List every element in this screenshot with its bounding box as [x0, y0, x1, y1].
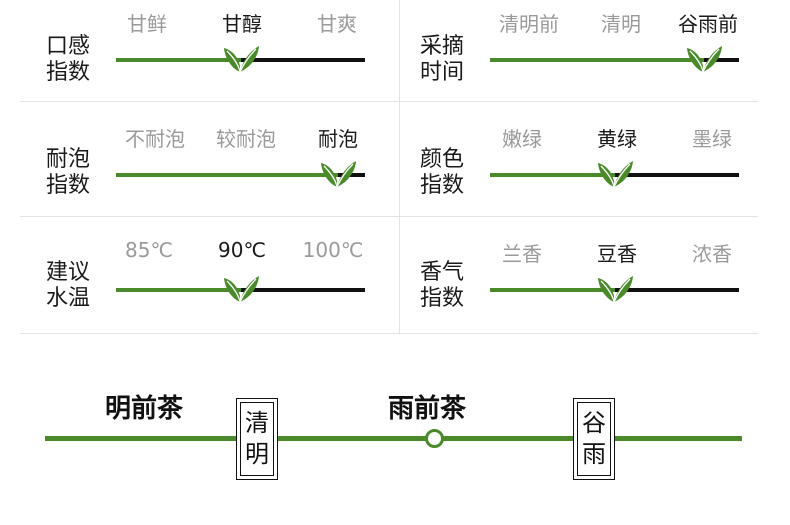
row-divider — [20, 101, 758, 102]
option-label: 清明 — [601, 12, 641, 36]
option-label: 浓香 — [692, 242, 732, 266]
period-label: 明前茶 — [105, 394, 184, 424]
indicator-label-line2: 指数 — [46, 173, 91, 198]
level-fill — [490, 58, 704, 62]
term-char: 明 — [245, 440, 269, 468]
tea-leaf-icon — [597, 160, 634, 188]
level-track — [116, 173, 365, 177]
option-label-selected: 黄绿 — [597, 127, 637, 151]
row-divider — [20, 216, 758, 217]
option-label-selected: 甘醇 — [222, 12, 262, 36]
indicator-label-line1: 香气 — [420, 260, 465, 285]
option-label: 甘鲜 — [127, 12, 167, 36]
term-char: 雨 — [582, 440, 606, 468]
option-label: 100℃ — [302, 238, 364, 262]
term-char: 谷 — [582, 409, 606, 437]
indicator-label-line2: 水温 — [46, 286, 91, 311]
level-track — [116, 58, 365, 62]
option-label: 较耐泡 — [216, 127, 276, 151]
solar-term-guyu: 谷 雨 — [573, 398, 615, 480]
option-label: 清明前 — [499, 12, 559, 36]
season-timeline — [45, 436, 742, 441]
option-label-selected: 谷雨前 — [678, 12, 738, 36]
indicator-label-line1: 建议 — [46, 260, 91, 285]
row-divider — [20, 333, 758, 334]
option-label-selected: 豆香 — [597, 242, 637, 266]
option-label: 甘爽 — [317, 12, 357, 36]
option-label: 兰香 — [502, 242, 542, 266]
indicator-label-line1: 口感 — [46, 34, 91, 59]
indicator-label-line2: 指数 — [420, 173, 465, 198]
option-label-selected: 耐泡 — [318, 127, 358, 151]
tea-leaf-icon — [686, 45, 723, 73]
indicator-label-line1: 颜色 — [420, 147, 465, 172]
level-track — [490, 173, 739, 177]
tea-leaf-icon — [223, 275, 260, 303]
option-label-selected: 90℃ — [218, 238, 266, 262]
tea-leaf-icon — [597, 275, 634, 303]
solar-term-qingming: 清 明 — [236, 398, 278, 480]
option-label: 85℃ — [125, 238, 173, 262]
indicator-label-line1: 采摘 — [420, 34, 465, 59]
level-fill — [116, 173, 338, 177]
option-label: 墨绿 — [692, 127, 732, 151]
indicator-label-line2: 指数 — [46, 60, 91, 85]
level-fill — [490, 173, 615, 177]
indicator-label-line1: 耐泡 — [46, 147, 91, 172]
tea-leaf-icon — [223, 45, 260, 73]
level-track — [490, 288, 739, 292]
term-char: 清 — [245, 409, 269, 437]
indicator-label-line2: 指数 — [420, 286, 465, 311]
tea-leaf-icon — [320, 160, 357, 188]
tea-indicator-grid: 口感 指数 甘鲜 甘醇 甘爽 采摘 时间 清明前 清明 谷雨前 耐泡 指数 不耐… — [20, 0, 758, 334]
option-label: 嫩绿 — [502, 127, 542, 151]
level-fill — [116, 58, 241, 62]
level-fill — [490, 288, 615, 292]
option-label: 不耐泡 — [125, 127, 185, 151]
level-fill — [116, 288, 241, 292]
indicator-label-line2: 时间 — [420, 60, 465, 85]
level-track — [490, 58, 739, 62]
circle-marker-icon — [425, 429, 444, 448]
period-label: 雨前茶 — [388, 394, 467, 424]
level-track — [116, 288, 365, 292]
column-divider — [399, 0, 400, 334]
